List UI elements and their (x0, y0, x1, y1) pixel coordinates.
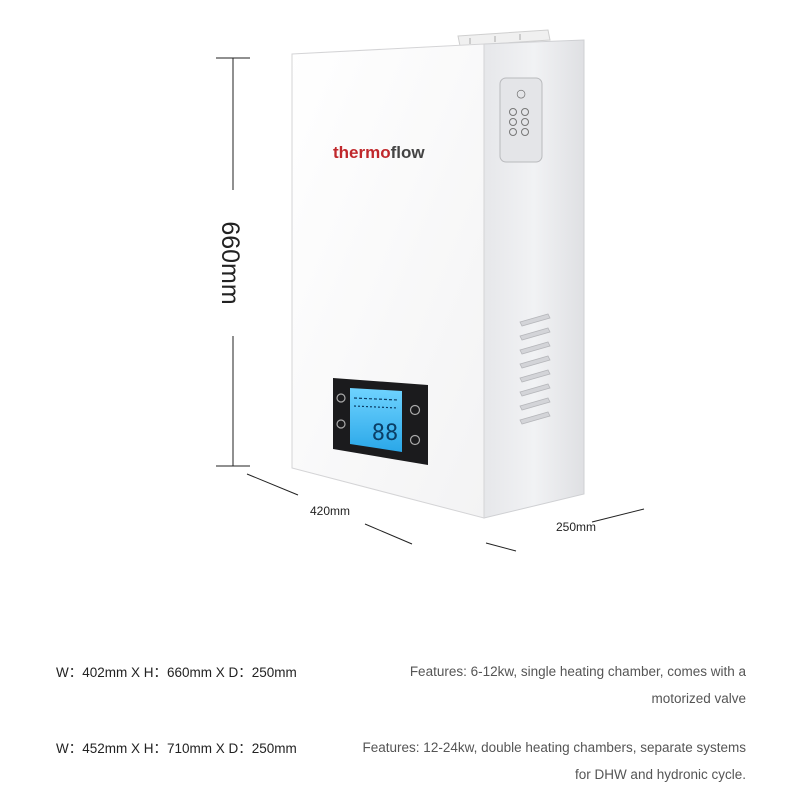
brand-logo-suffix: flow (391, 143, 426, 162)
depth-label: 250mm (556, 520, 596, 534)
lcd-screen (350, 388, 402, 452)
vent-slots (519, 313, 551, 425)
side-control-box: ○ (499, 77, 543, 163)
spec-dimensions: W：452mm X H：710mm X D：250mm (56, 741, 297, 756)
vent-slot (519, 341, 551, 355)
spec-row-2: W：452mm X H：710mm X D：250mm Features: 12… (56, 734, 746, 788)
mounting-bracket (457, 29, 551, 47)
vent-slot (519, 411, 551, 425)
vent-slot (519, 397, 551, 411)
spec-features: Features: 6-12kw, single heating chamber… (409, 664, 746, 706)
vent-slot (519, 313, 551, 327)
vent-slot (519, 383, 551, 397)
vent-slot (519, 355, 551, 369)
spec-features: Features: 12-24kw, double heating chambe… (362, 740, 746, 782)
height-dimension: 660mm (216, 57, 250, 467)
spec-row-1: W：402mm X H：660mm X D：250mm Features: 6-… (56, 658, 746, 712)
spec-dimensions: W：402mm X H：660mm X D：250mm (56, 665, 297, 680)
svg-text:○: ○ (516, 87, 526, 100)
control-panel: 88 (333, 378, 428, 465)
width-dimension: 420mm (246, 473, 413, 545)
vent-slot (519, 369, 551, 383)
height-label: 660mm (216, 221, 244, 304)
vent-slot (519, 327, 551, 341)
depth-dimension: 250mm (485, 508, 645, 552)
control-button-bottom-left[interactable] (336, 419, 346, 429)
lcd-digits: 88 (372, 421, 399, 446)
control-button-top-right[interactable] (409, 404, 421, 416)
width-label: 420mm (310, 504, 350, 518)
control-button-bottom-right[interactable] (409, 434, 421, 446)
brand-logo-prefix: thermo (333, 143, 391, 162)
control-button-top-left[interactable] (336, 393, 346, 403)
brand-logo: thermoflow (333, 143, 425, 162)
